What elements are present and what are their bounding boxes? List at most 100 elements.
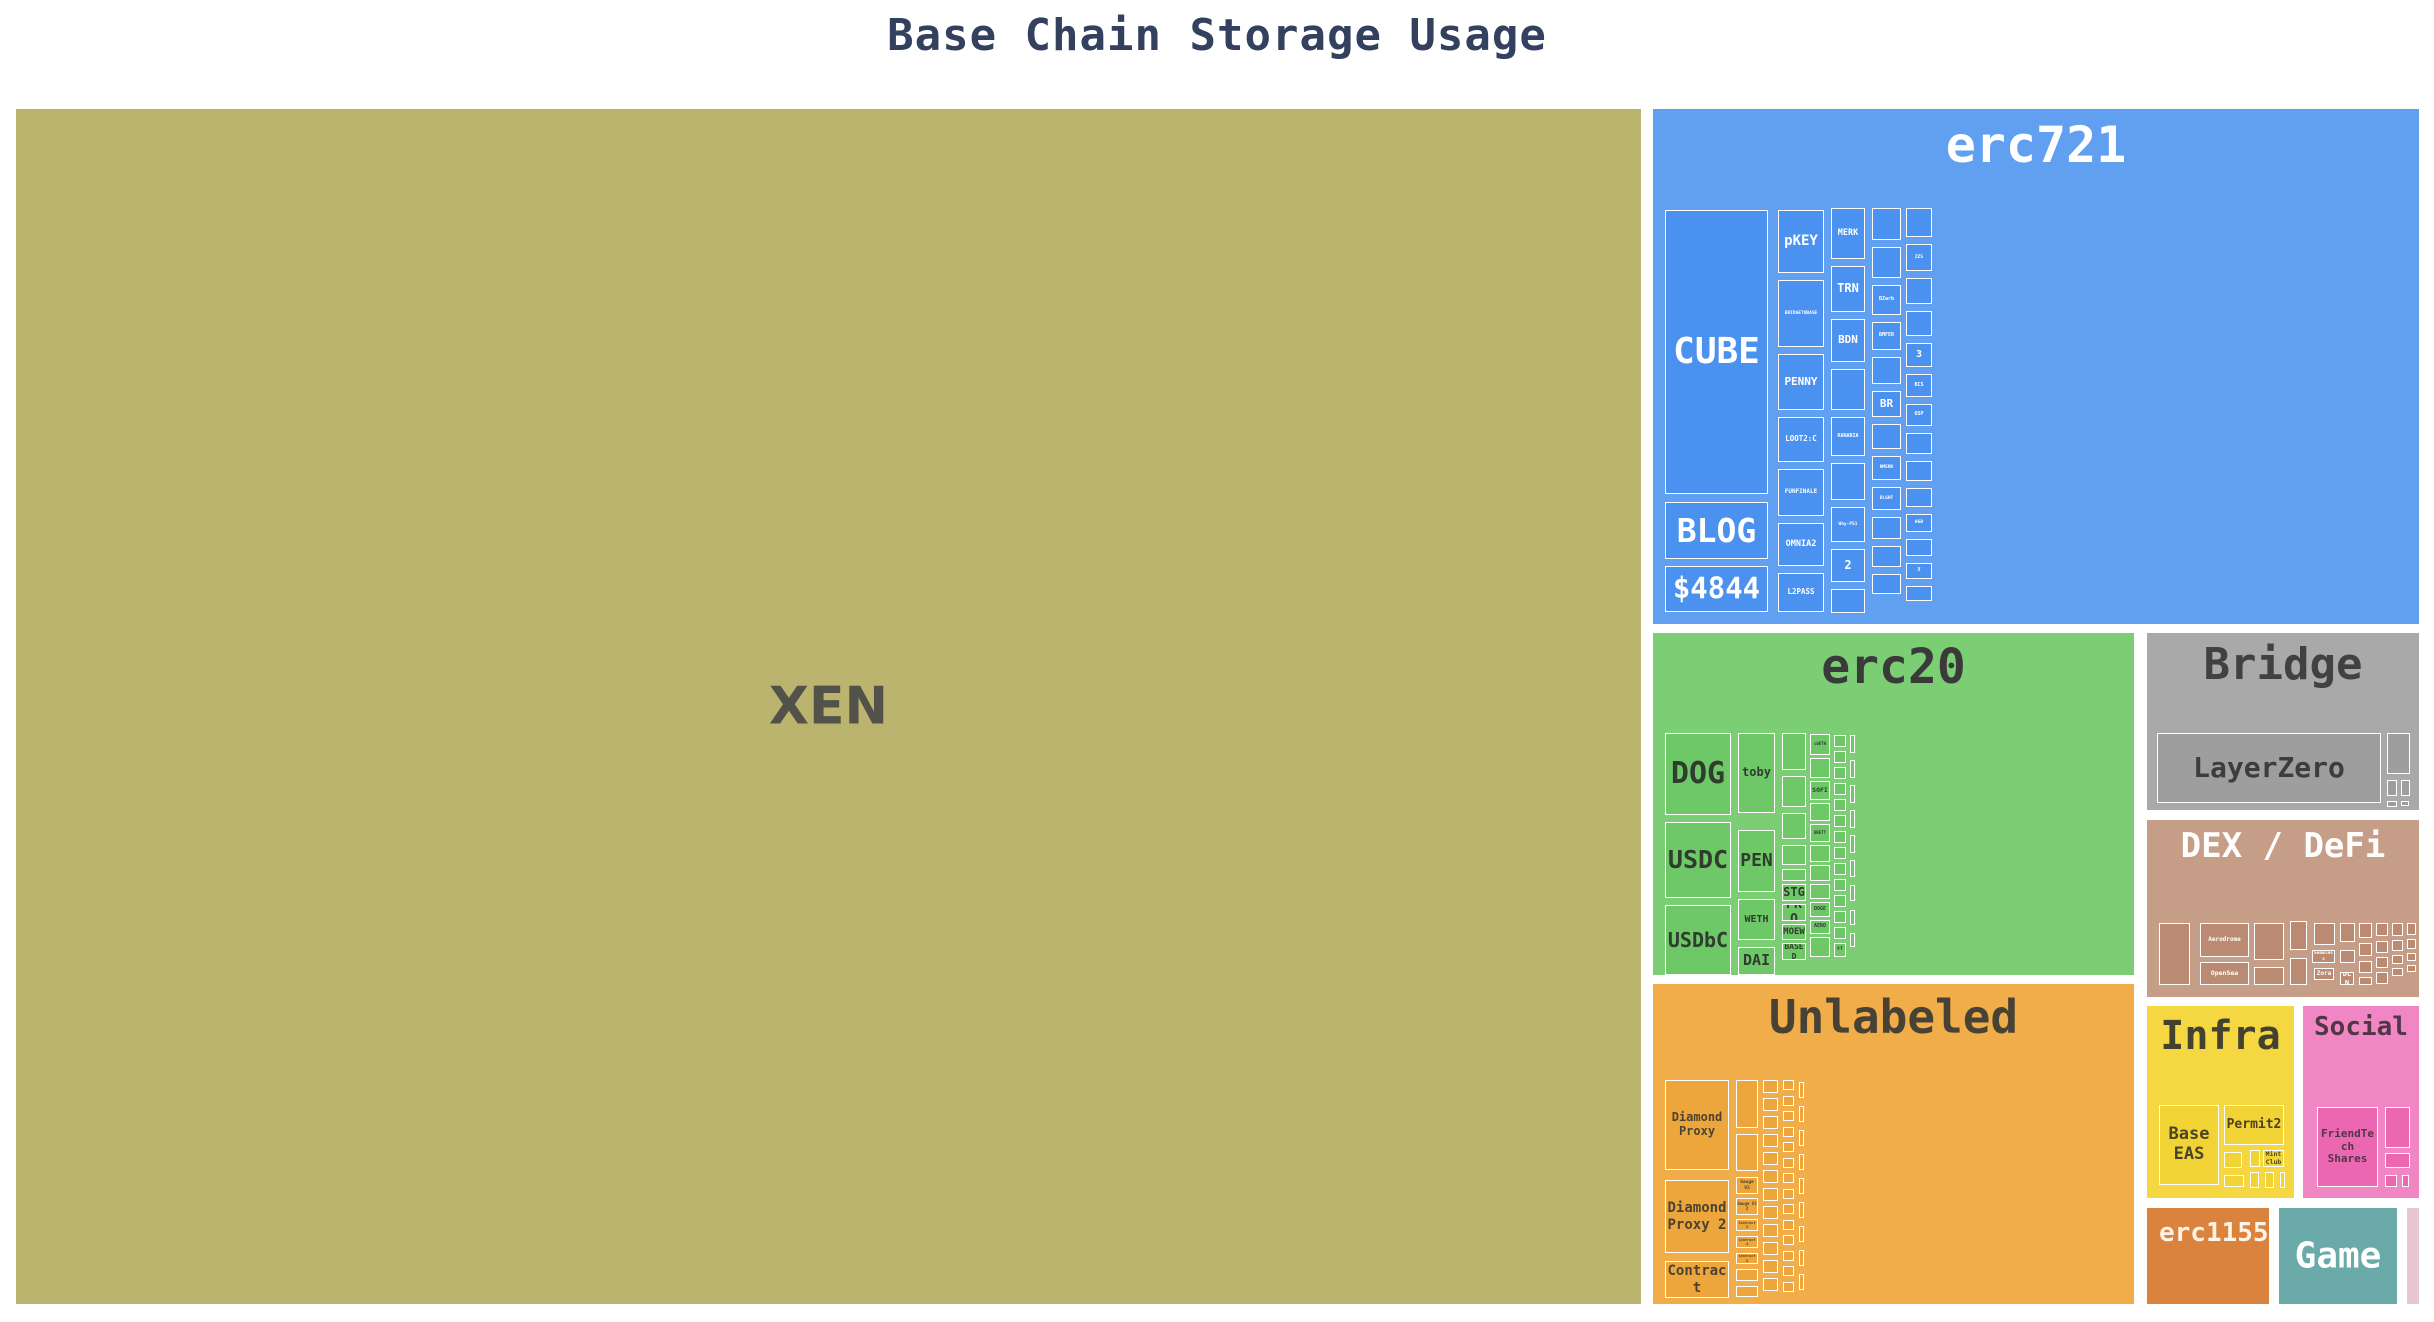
treemap-cell-unlabeled[interactable] [1906, 488, 1932, 507]
treemap-cell-unlabeled[interactable] [1763, 1116, 1778, 1129]
treemap-cell-unlabeled[interactable] [1834, 799, 1846, 811]
treemap-cell-unlabeled[interactable] [1872, 546, 1901, 567]
treemap-cell-unlabeled[interactable] [2265, 1172, 2274, 1188]
treemap-cell-unlabeled[interactable] [1850, 933, 1855, 947]
treemap-cell-based[interactable]: BASED [1782, 943, 1806, 960]
treemap-cell-unlabeled[interactable] [1810, 845, 1830, 862]
treemap-cell-dog[interactable]: DOG [1665, 733, 1731, 815]
treemap-cell-unlabeled[interactable] [2280, 1172, 2285, 1188]
treemap-cell-unlabeled[interactable] [1763, 1098, 1778, 1111]
treemap-cell-unlabeled[interactable] [1872, 574, 1901, 594]
treemap-cell-unlabeled[interactable] [2340, 950, 2355, 963]
treemap-cell-unlabeled[interactable] [2290, 958, 2307, 985]
treemap-cell-penny[interactable]: PENNY [1778, 354, 1824, 410]
treemap-cell-contract-3[interactable]: Contract 3 [1736, 1219, 1758, 1231]
treemap-cell-unlabeled[interactable] [1850, 885, 1855, 901]
treemap-cell-unlabeled[interactable] [1763, 1260, 1778, 1273]
treemap-cell-bridgetobase[interactable]: BRIDGETOBASE [1778, 280, 1824, 347]
treemap-cell-3[interactable]: 3 [1906, 343, 1932, 367]
treemap-cell-contract[interactable]: Contract [1665, 1261, 1729, 1298]
treemap-cell-unlabeled[interactable] [1850, 810, 1855, 828]
treemap-cell-unlabeled[interactable] [1834, 895, 1846, 907]
treemap-cell-unlabeled[interactable] [1799, 1274, 1804, 1290]
treemap-cell-unlabeled[interactable] [1799, 1250, 1804, 1266]
treemap-cell-gauge-v3-2[interactable]: Gauge V3 2 [1736, 1198, 1758, 1215]
treemap-cell-unlabeled[interactable] [1763, 1188, 1778, 1201]
treemap-cell-unlabeled[interactable] [1763, 1206, 1778, 1219]
treemap-cell-brett[interactable]: BRETT [1810, 824, 1830, 842]
treemap-cell-unlabeled[interactable] [1834, 751, 1846, 763]
treemap-cell-unlabeled[interactable] [2387, 780, 2397, 796]
treemap-cell-unlabeled[interactable] [2387, 801, 2397, 807]
treemap-cell-osp[interactable]: OSP [1906, 404, 1932, 426]
treemap-cell-gauge-v3[interactable]: Gauge V3 [1736, 1177, 1758, 1194]
treemap-cell-merk[interactable]: MERK [1831, 208, 1865, 259]
treemap-cell-friendtech-shares[interactable]: FriendTech Shares [2317, 1107, 2378, 1187]
treemap-cell-unlabeled[interactable] [2250, 1150, 2260, 1167]
treemap-cell-unlabeled[interactable] [2254, 967, 2284, 985]
treemap-cell-unlabeled[interactable] [1906, 311, 1932, 336]
treemap-cell-aero[interactable]: AERO [1810, 920, 1830, 934]
treemap-cell-unlabeled[interactable] [1872, 424, 1901, 449]
treemap-cell-unlabeled[interactable] [2385, 1153, 2410, 1168]
treemap-cell-unlabeled[interactable] [1799, 1106, 1804, 1122]
treemap-cell-unlabeled[interactable] [2407, 953, 2416, 961]
treemap-cell-unlabeled[interactable] [1736, 1134, 1758, 1171]
treemap-cell-unlabeled[interactable] [2401, 801, 2409, 806]
treemap-cell-opensea[interactable]: OpenSea [2200, 962, 2249, 985]
treemap-group-small-strip[interactable] [2407, 1208, 2419, 1304]
treemap-cell-unlabeled[interactable] [1831, 369, 1865, 410]
treemap-cell-seamless[interactable]: Seamless [2312, 950, 2335, 963]
treemap-cell-permit2[interactable]: Permit2 [2224, 1105, 2284, 1145]
treemap-cell-unlabeled[interactable] [1906, 539, 1932, 556]
treemap-cell-cbeth[interactable]: cbETH [1810, 734, 1830, 755]
treemap-cell-aerodrome[interactable]: Aerodrome [2200, 923, 2249, 957]
treemap-cell-unlabeled[interactable] [2290, 921, 2307, 950]
treemap-cell-weth[interactable]: WETH [1738, 899, 1775, 940]
treemap-cell-unlabeled[interactable] [2359, 977, 2372, 985]
treemap-cell-unlabeled[interactable] [1834, 831, 1846, 843]
treemap-cell-unlabeled[interactable] [1783, 1220, 1794, 1230]
treemap-cell-bdn[interactable]: BDN [1831, 319, 1865, 362]
treemap-cell-unlabeled[interactable] [1850, 735, 1855, 753]
treemap-cell-bmfer[interactable]: BMFER [1872, 322, 1901, 350]
treemap-cell-pro[interactable]: PRO [1782, 904, 1806, 921]
treemap-cell-unlabeled[interactable] [2314, 923, 2335, 945]
treemap-cell-unlabeled[interactable] [1783, 1142, 1794, 1152]
treemap-cell-unlabeled[interactable] [1834, 847, 1846, 859]
treemap-cell-unlabeled[interactable] [2159, 923, 2190, 985]
treemap-cell-unlabeled[interactable] [2254, 923, 2284, 960]
treemap-cell-unlabeled[interactable] [1736, 1269, 1758, 1281]
treemap-cell-unlabeled[interactable] [1906, 461, 1932, 481]
treemap-cell-unlabeled[interactable] [1782, 733, 1806, 770]
treemap-cell-unlabeled[interactable] [1850, 835, 1855, 853]
treemap-cell-unlabeled[interactable] [2376, 923, 2388, 936]
treemap-cell-usdbc[interactable]: USDbC [1665, 905, 1731, 975]
treemap-cell-dln[interactable]: DLN [2340, 972, 2354, 985]
treemap-cell-unlabeled[interactable] [1783, 1251, 1794, 1261]
treemap-cell-zzs[interactable]: ZZS [1906, 244, 1932, 271]
treemap-cell-unlabeled[interactable] [2224, 1175, 2244, 1187]
treemap-cell-unlabeled[interactable] [2402, 1175, 2409, 1187]
treemap-cell-unlabeled[interactable] [1799, 1202, 1804, 1218]
treemap-cell-hgb[interactable]: HGB [1906, 514, 1932, 532]
treemap-cell-kanaria[interactable]: KANARIA [1831, 417, 1865, 456]
treemap-cell-unlabeled[interactable] [2359, 961, 2372, 973]
treemap-cell-unlabeled[interactable] [1834, 911, 1846, 923]
treemap-cell-unlabeled[interactable] [1783, 1080, 1794, 1090]
treemap-cell-unlabeled[interactable] [2359, 943, 2372, 956]
treemap-cell-unlabeled[interactable] [1736, 1080, 1758, 1128]
treemap-cell-unlabeled[interactable] [2392, 968, 2403, 976]
treemap-cell-cube[interactable]: CUBE [1665, 210, 1768, 494]
treemap-cell-pkey[interactable]: pKEY [1778, 210, 1824, 273]
treemap-cell-mint-club[interactable]: Mint Club [2263, 1150, 2284, 1167]
treemap-cell-pen[interactable]: PEN [1738, 830, 1775, 892]
treemap-cell-2[interactable]: 2 [1831, 549, 1865, 582]
treemap-cell-unlabeled[interactable] [2250, 1172, 2259, 1188]
treemap-cell-unlabeled[interactable] [1872, 208, 1901, 240]
treemap-cell-unlabeled[interactable] [1783, 1282, 1794, 1292]
treemap-cell-unlabeled[interactable] [1850, 860, 1855, 877]
treemap-cell-unlabeled[interactable] [1810, 884, 1830, 899]
treemap-cell-unlabeled[interactable] [1783, 1173, 1794, 1183]
treemap-cell-dai[interactable]: DAI [1738, 947, 1775, 975]
